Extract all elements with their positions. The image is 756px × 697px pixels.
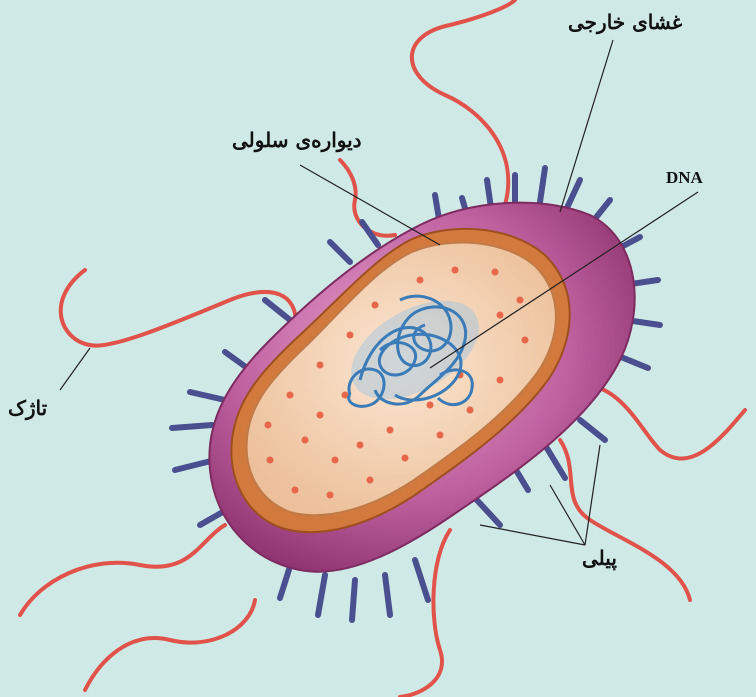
pilus	[352, 580, 355, 620]
flagellum-8	[85, 600, 255, 690]
pilus	[415, 560, 428, 600]
pilus	[385, 575, 390, 615]
pilus	[580, 420, 605, 440]
flagellum-3	[61, 270, 296, 346]
pilus	[190, 392, 225, 400]
pilus	[475, 498, 500, 525]
label-pili: پیلی	[582, 546, 617, 570]
pilus	[540, 168, 545, 202]
leader-flagellum	[60, 348, 90, 390]
pilus	[318, 575, 325, 615]
flagellum-6	[20, 525, 225, 615]
pilus	[545, 445, 565, 478]
pilus	[172, 425, 212, 428]
leader-outer-membrane	[560, 40, 613, 212]
leader-pili-2	[550, 485, 585, 545]
flagellum-7	[400, 530, 450, 697]
label-dna: DNA	[666, 168, 703, 188]
label-cell-wall: دیواره‌ی سلولی	[232, 128, 362, 152]
label-flagellum: تاژک	[8, 396, 47, 420]
leader-pili-3	[585, 445, 600, 545]
flagellum-4	[575, 385, 745, 459]
flagellum-2	[340, 160, 395, 236]
flagellum-5	[560, 440, 690, 600]
leader-pili-1	[480, 525, 585, 545]
pilus	[265, 300, 290, 320]
label-outer-membrane: غشای خارجی	[568, 10, 682, 34]
pilus	[330, 242, 350, 262]
flagellum-1	[412, 0, 515, 205]
